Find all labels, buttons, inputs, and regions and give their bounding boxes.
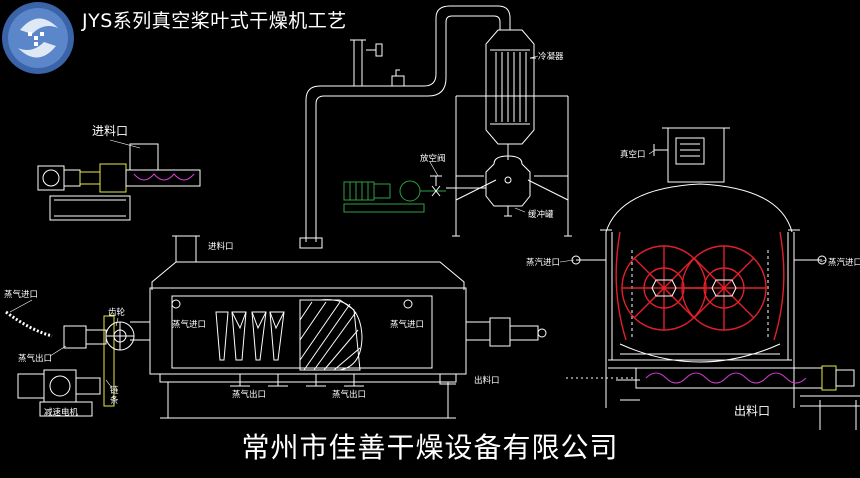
label-leaders bbox=[9, 55, 827, 389]
paddle-rotors bbox=[615, 231, 785, 341]
drive-assembly-left bbox=[5, 310, 135, 417]
label-steam-in-body-right: 蒸气进口 bbox=[390, 320, 425, 330]
label-steam-out-bottom-1: 蒸气出口 bbox=[232, 390, 267, 400]
label-steam-out-left: 蒸气出口 bbox=[18, 354, 53, 364]
buffer-tank bbox=[446, 155, 531, 217]
label-steam-in-left: 蒸气进口 bbox=[4, 290, 39, 300]
label-vent-valve: 放空阀 bbox=[420, 154, 446, 164]
vent-valve bbox=[430, 175, 442, 197]
page-title: JYS系列真空桨叶式干燥机工艺 bbox=[82, 10, 347, 32]
cross-section-view bbox=[571, 127, 827, 408]
label-discharge-right: 出料口 bbox=[734, 404, 771, 418]
tank-support-frame bbox=[452, 95, 572, 237]
rotor-hubs bbox=[651, 279, 737, 297]
condenser bbox=[485, 29, 536, 160]
label-feed-port-main: 进料口 bbox=[208, 242, 234, 252]
label-discharge-main: 出料口 bbox=[474, 376, 500, 386]
vapour-pipe bbox=[299, 5, 511, 249]
label-steam-in-right-1: 蒸汽进口 bbox=[526, 258, 561, 268]
company-logo bbox=[2, 2, 74, 74]
discharge-screw bbox=[616, 365, 860, 430]
company-footer: 常州市佳善干燥设备有限公司 bbox=[241, 431, 619, 464]
label-feed-port-left: 进料口 bbox=[92, 124, 129, 138]
drive-bearing-right bbox=[489, 317, 547, 347]
label-steam-in-right-2: 蒸汽进口 bbox=[828, 258, 860, 268]
label-chain: 链条 bbox=[110, 386, 119, 406]
label-vacuum-port: 真空口 bbox=[620, 150, 646, 160]
screw-feeder bbox=[37, 143, 201, 221]
label-reducer-motor: 减速电机 bbox=[44, 408, 79, 418]
label-condenser: 冷凝器 bbox=[538, 52, 564, 62]
label-gear: 齿轮 bbox=[108, 308, 126, 318]
label-buffer-tank: 缓冲罐 bbox=[528, 210, 554, 220]
dryer-body bbox=[130, 235, 490, 419]
vacuum-pump bbox=[343, 180, 446, 213]
label-steam-out-bottom-2: 蒸气出口 bbox=[332, 390, 367, 400]
label-steam-in-body-left: 蒸气进口 bbox=[172, 320, 207, 330]
